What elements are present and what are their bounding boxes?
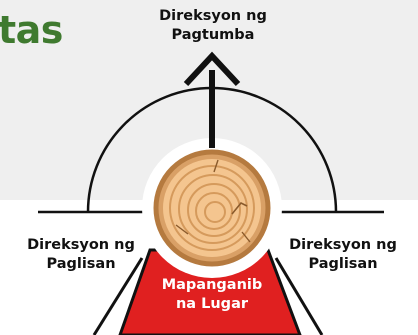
escape-left-label-line1: Direksyon ng [20,236,142,255]
danger-zone-label: Mapanganib na Lugar [150,276,274,314]
escape-left-label: Direksyon ng Paglisan [20,236,142,274]
fall-direction-label-line1: Direksyon ng [118,7,308,26]
tree-stump-icon [156,152,268,264]
escape-right-label: Direksyon ng Paglisan [280,236,406,274]
danger-zone-label-line2: na Lugar [150,295,274,314]
escape-right-label-line1: Direksyon ng [280,236,406,255]
fall-direction-label-line2: Pagtumba [118,26,308,45]
danger-zone-label-line1: Mapanganib [150,276,274,295]
fall-direction-label: Direksyon ng Pagtumba [118,7,308,45]
escape-right-label-line2: Paglisan [280,255,406,274]
escape-left-label-line2: Paglisan [20,255,142,274]
